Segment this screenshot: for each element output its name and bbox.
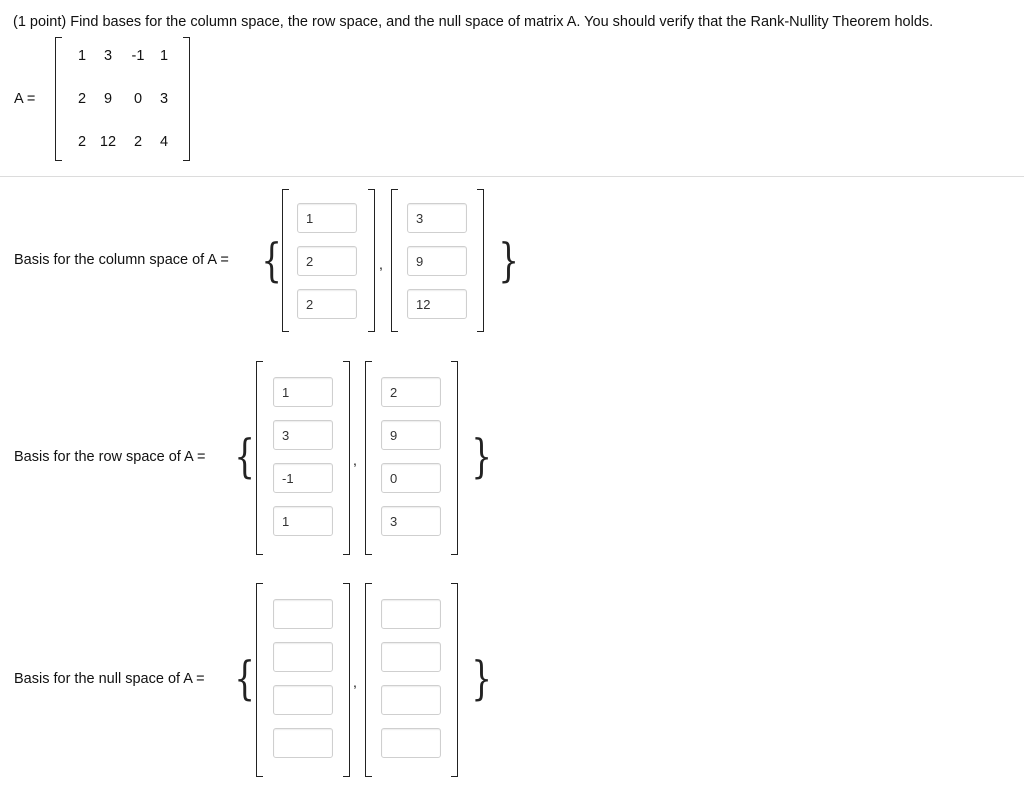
column-space-vector2-entry2[interactable] (407, 246, 467, 276)
row-space-open-brace: { (234, 429, 255, 483)
row-space-vector1-entry3[interactable] (273, 463, 333, 493)
problem-statement-panel: (1 point) Find bases for the column spac… (0, 0, 1024, 177)
matrix-cell-r3c2: 12 (99, 134, 117, 150)
null-space-vector1-entry3[interactable] (273, 685, 333, 715)
matrix-right-bracket (183, 37, 190, 161)
null-space-separator: , (353, 674, 357, 690)
null-space-vector1-entry4[interactable] (273, 728, 333, 758)
matrix-cell-r3c4: 4 (159, 134, 169, 150)
row-space-vector1-entry4[interactable] (273, 506, 333, 536)
row-space-vector2-entry1[interactable] (381, 377, 441, 407)
matrix-cell-r1c2: 3 (103, 48, 113, 64)
problem-prompt: (1 point) Find bases for the column spac… (13, 14, 934, 30)
matrix-cell-r3c3: 2 (133, 134, 143, 150)
null-space-vector1-left-bracket (256, 583, 263, 777)
column-space-close-brace: } (498, 233, 519, 287)
column-space-vector1-left-bracket (282, 189, 289, 332)
null-space-vector2-entry4[interactable] (381, 728, 441, 758)
matrix-label: A = (14, 91, 36, 107)
row-space-vector1-right-bracket (343, 361, 350, 555)
null-space-label: Basis for the null space of A = (14, 671, 205, 687)
row-space-vector2-entry4[interactable] (381, 506, 441, 536)
row-space-vector2-entry2[interactable] (381, 420, 441, 450)
row-space-vector1-entry1[interactable] (273, 377, 333, 407)
column-space-vector2-entry3[interactable] (407, 289, 467, 319)
column-space-separator: , (379, 256, 383, 272)
row-space-vector1-left-bracket (256, 361, 263, 555)
column-space-open-brace: { (261, 233, 282, 287)
row-space-vector2-right-bracket (451, 361, 458, 555)
column-space-vector2-right-bracket (477, 189, 484, 332)
row-space-vector1-entry2[interactable] (273, 420, 333, 450)
null-space-vector2-entry1[interactable] (381, 599, 441, 629)
matrix-cell-r2c4: 3 (159, 91, 169, 107)
row-space-vector2-entry3[interactable] (381, 463, 441, 493)
null-space-vector1-entry2[interactable] (273, 642, 333, 672)
row-space-close-brace: } (471, 429, 492, 483)
matrix-cell-r3c1: 2 (77, 134, 87, 150)
null-space-vector2-left-bracket (365, 583, 372, 777)
matrix-cell-r2c3: 0 (133, 91, 143, 107)
null-space-close-brace: } (471, 651, 492, 705)
matrix-cell-r1c1: 1 (77, 48, 87, 64)
null-space-vector1-right-bracket (343, 583, 350, 777)
column-space-vector1-entry3[interactable] (297, 289, 357, 319)
column-space-vector1-entry2[interactable] (297, 246, 357, 276)
row-space-vector2-left-bracket (365, 361, 372, 555)
matrix-cell-r2c2: 9 (103, 91, 113, 107)
null-space-open-brace: { (234, 651, 255, 705)
matrix-cell-r2c1: 2 (77, 91, 87, 107)
null-space-vector2-entry2[interactable] (381, 642, 441, 672)
matrix-cell-r1c4: 1 (159, 48, 169, 64)
row-space-separator: , (353, 452, 357, 468)
row-space-label: Basis for the row space of A = (14, 449, 206, 465)
matrix-cell-r1c3: -1 (131, 48, 145, 64)
column-space-vector1-entry1[interactable] (297, 203, 357, 233)
null-space-vector1-entry1[interactable] (273, 599, 333, 629)
column-space-vector1-right-bracket (368, 189, 375, 332)
column-space-vector2-entry1[interactable] (407, 203, 467, 233)
answer-area (0, 177, 1024, 794)
column-space-label: Basis for the column space of A = (14, 252, 229, 268)
column-space-vector2-left-bracket (391, 189, 398, 332)
null-space-vector2-entry3[interactable] (381, 685, 441, 715)
matrix-left-bracket (55, 37, 62, 161)
null-space-vector2-right-bracket (451, 583, 458, 777)
